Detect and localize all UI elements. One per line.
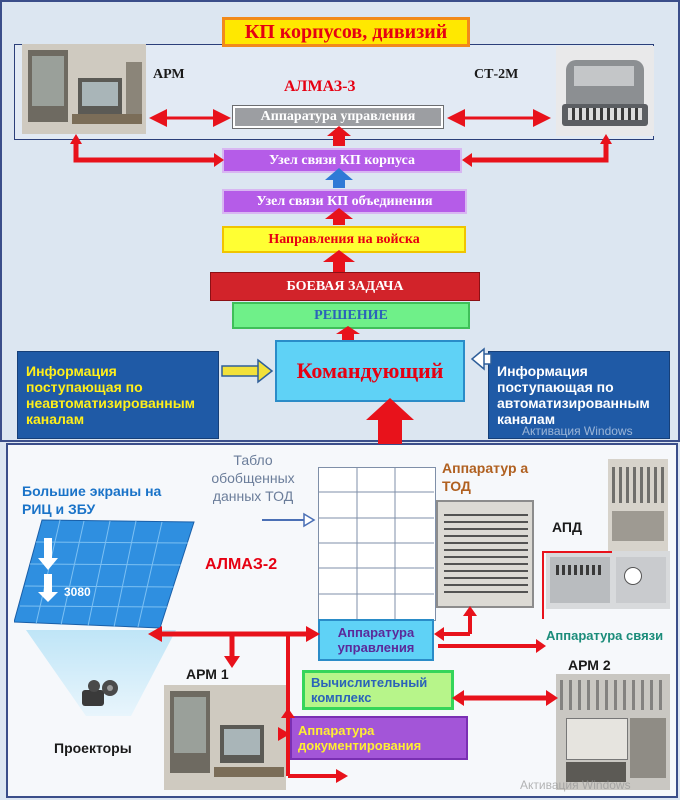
- combat-task-box: БОЕВАЯ ЗАДАЧА: [210, 272, 480, 301]
- directions-box: Направления на войска: [222, 226, 466, 253]
- st2m-label: СТ-2М: [474, 67, 519, 82]
- computing-label: Вычислительный комплекс: [311, 675, 428, 705]
- documenting-label: Аппаратура документирования: [298, 723, 422, 753]
- st2m-photo: [556, 46, 654, 136]
- projector-graphic: [82, 680, 118, 706]
- comm-red-line: [542, 551, 544, 619]
- tablo-grid-lines: [318, 467, 434, 619]
- commander-label: Командующий: [296, 358, 444, 383]
- arrow-control-to-documenting: [281, 634, 348, 783]
- almaz2-label: АЛМАЗ-2: [205, 556, 278, 573]
- arm-photo: [22, 44, 146, 134]
- arrow-up-to-directions: [323, 250, 355, 272]
- big-screen-graphic: [13, 519, 195, 629]
- documenting-box: Аппаратура документирования: [290, 716, 468, 760]
- apparatus-control-bottom: Аппаратура управления: [318, 619, 434, 661]
- screen-number: 3080: [64, 585, 91, 599]
- arrow-screen-to-control: [148, 626, 320, 642]
- big-screens-label: Большие экраны на РИЦ и ЗБУ: [22, 483, 162, 517]
- arm2-label: АРМ 2: [568, 657, 611, 673]
- node-union-label: Узел связи КП объединения: [256, 193, 433, 209]
- commander-box: Командующий: [275, 340, 465, 402]
- header-title: КП корпусов, дивизий: [244, 20, 448, 43]
- arrow-up-to-union: [325, 208, 353, 225]
- arrow-arm1-to-documenting: [278, 727, 290, 741]
- comm-red-line-h: [542, 551, 612, 553]
- arrow-down-to-arm1: [224, 636, 240, 668]
- activation-watermark-top: Активация Windows: [522, 424, 633, 438]
- arrow-info-left: [221, 358, 274, 384]
- apparatus-control-top: Аппаратура управления: [232, 105, 444, 129]
- tablo-grid: [318, 467, 436, 621]
- arrow-up-blue: [325, 168, 353, 188]
- node-union-box: Узел связи КП объединения: [222, 189, 467, 214]
- arm2-photo: [556, 674, 670, 790]
- header-box: КП корпусов, дивизий: [222, 17, 470, 47]
- arrow-computing-to-arm2: [452, 690, 558, 706]
- arrow-node-corps-right: [462, 134, 612, 167]
- tablo-label: Табло обобщенных данных ТОД: [211, 452, 295, 504]
- arrow-tod-to-control: [434, 606, 477, 641]
- arrow-node-corps-left: [70, 134, 224, 167]
- computing-box: Вычислительный комплекс: [302, 670, 454, 710]
- directions-label: Направления на войска: [268, 231, 420, 247]
- projector-icon: [80, 676, 124, 712]
- arm1-label: АРМ 1: [186, 666, 229, 682]
- apparatus-control-top-label: Аппаратура управления: [260, 109, 416, 124]
- decision-label: РЕШЕНИЕ: [314, 307, 388, 323]
- activation-watermark-bottom: Активация Windows: [520, 778, 631, 792]
- info-left-label: Информация поступающая по неавтоматизиро…: [26, 363, 196, 427]
- comm-photo: [546, 551, 670, 609]
- projectors-label: Проекторы: [54, 740, 132, 756]
- arm-label: АРМ: [153, 67, 185, 82]
- apparatus-control-bottom-label: Аппаратура управления: [337, 625, 415, 655]
- apparatus-tod-label: Аппаратур а ТОД: [442, 460, 529, 494]
- arrow-up-to-control: [327, 126, 351, 146]
- arrow-up-to-decision: [336, 326, 360, 340]
- apparatus-comm-label: Аппаратура связи: [546, 628, 664, 643]
- apd-photo: [608, 459, 668, 551]
- info-right-box: Информация поступающая по автоматизирова…: [488, 351, 670, 439]
- arm1-photo: [164, 685, 286, 790]
- arrow-info-right: [470, 347, 492, 371]
- tod-photo: [436, 500, 534, 608]
- arrow-control-to-comm: [438, 639, 546, 653]
- arrow-to-tablo: [262, 512, 316, 528]
- combat-task-label: БОЕВАЯ ЗАДАЧА: [286, 278, 404, 294]
- arrow-up-to-commander: [366, 398, 414, 444]
- apd-label: АПД: [552, 519, 582, 535]
- big-screen: [13, 512, 204, 630]
- info-right-label: Информация поступающая по автоматизирова…: [497, 363, 650, 427]
- info-left-box: Информация поступающая по неавтоматизиро…: [17, 351, 219, 439]
- node-corps-label: Узел связи КП корпуса: [269, 152, 415, 168]
- decision-box: РЕШЕНИЕ: [232, 302, 470, 329]
- almaz3-label: АЛМАЗ-3: [284, 78, 356, 95]
